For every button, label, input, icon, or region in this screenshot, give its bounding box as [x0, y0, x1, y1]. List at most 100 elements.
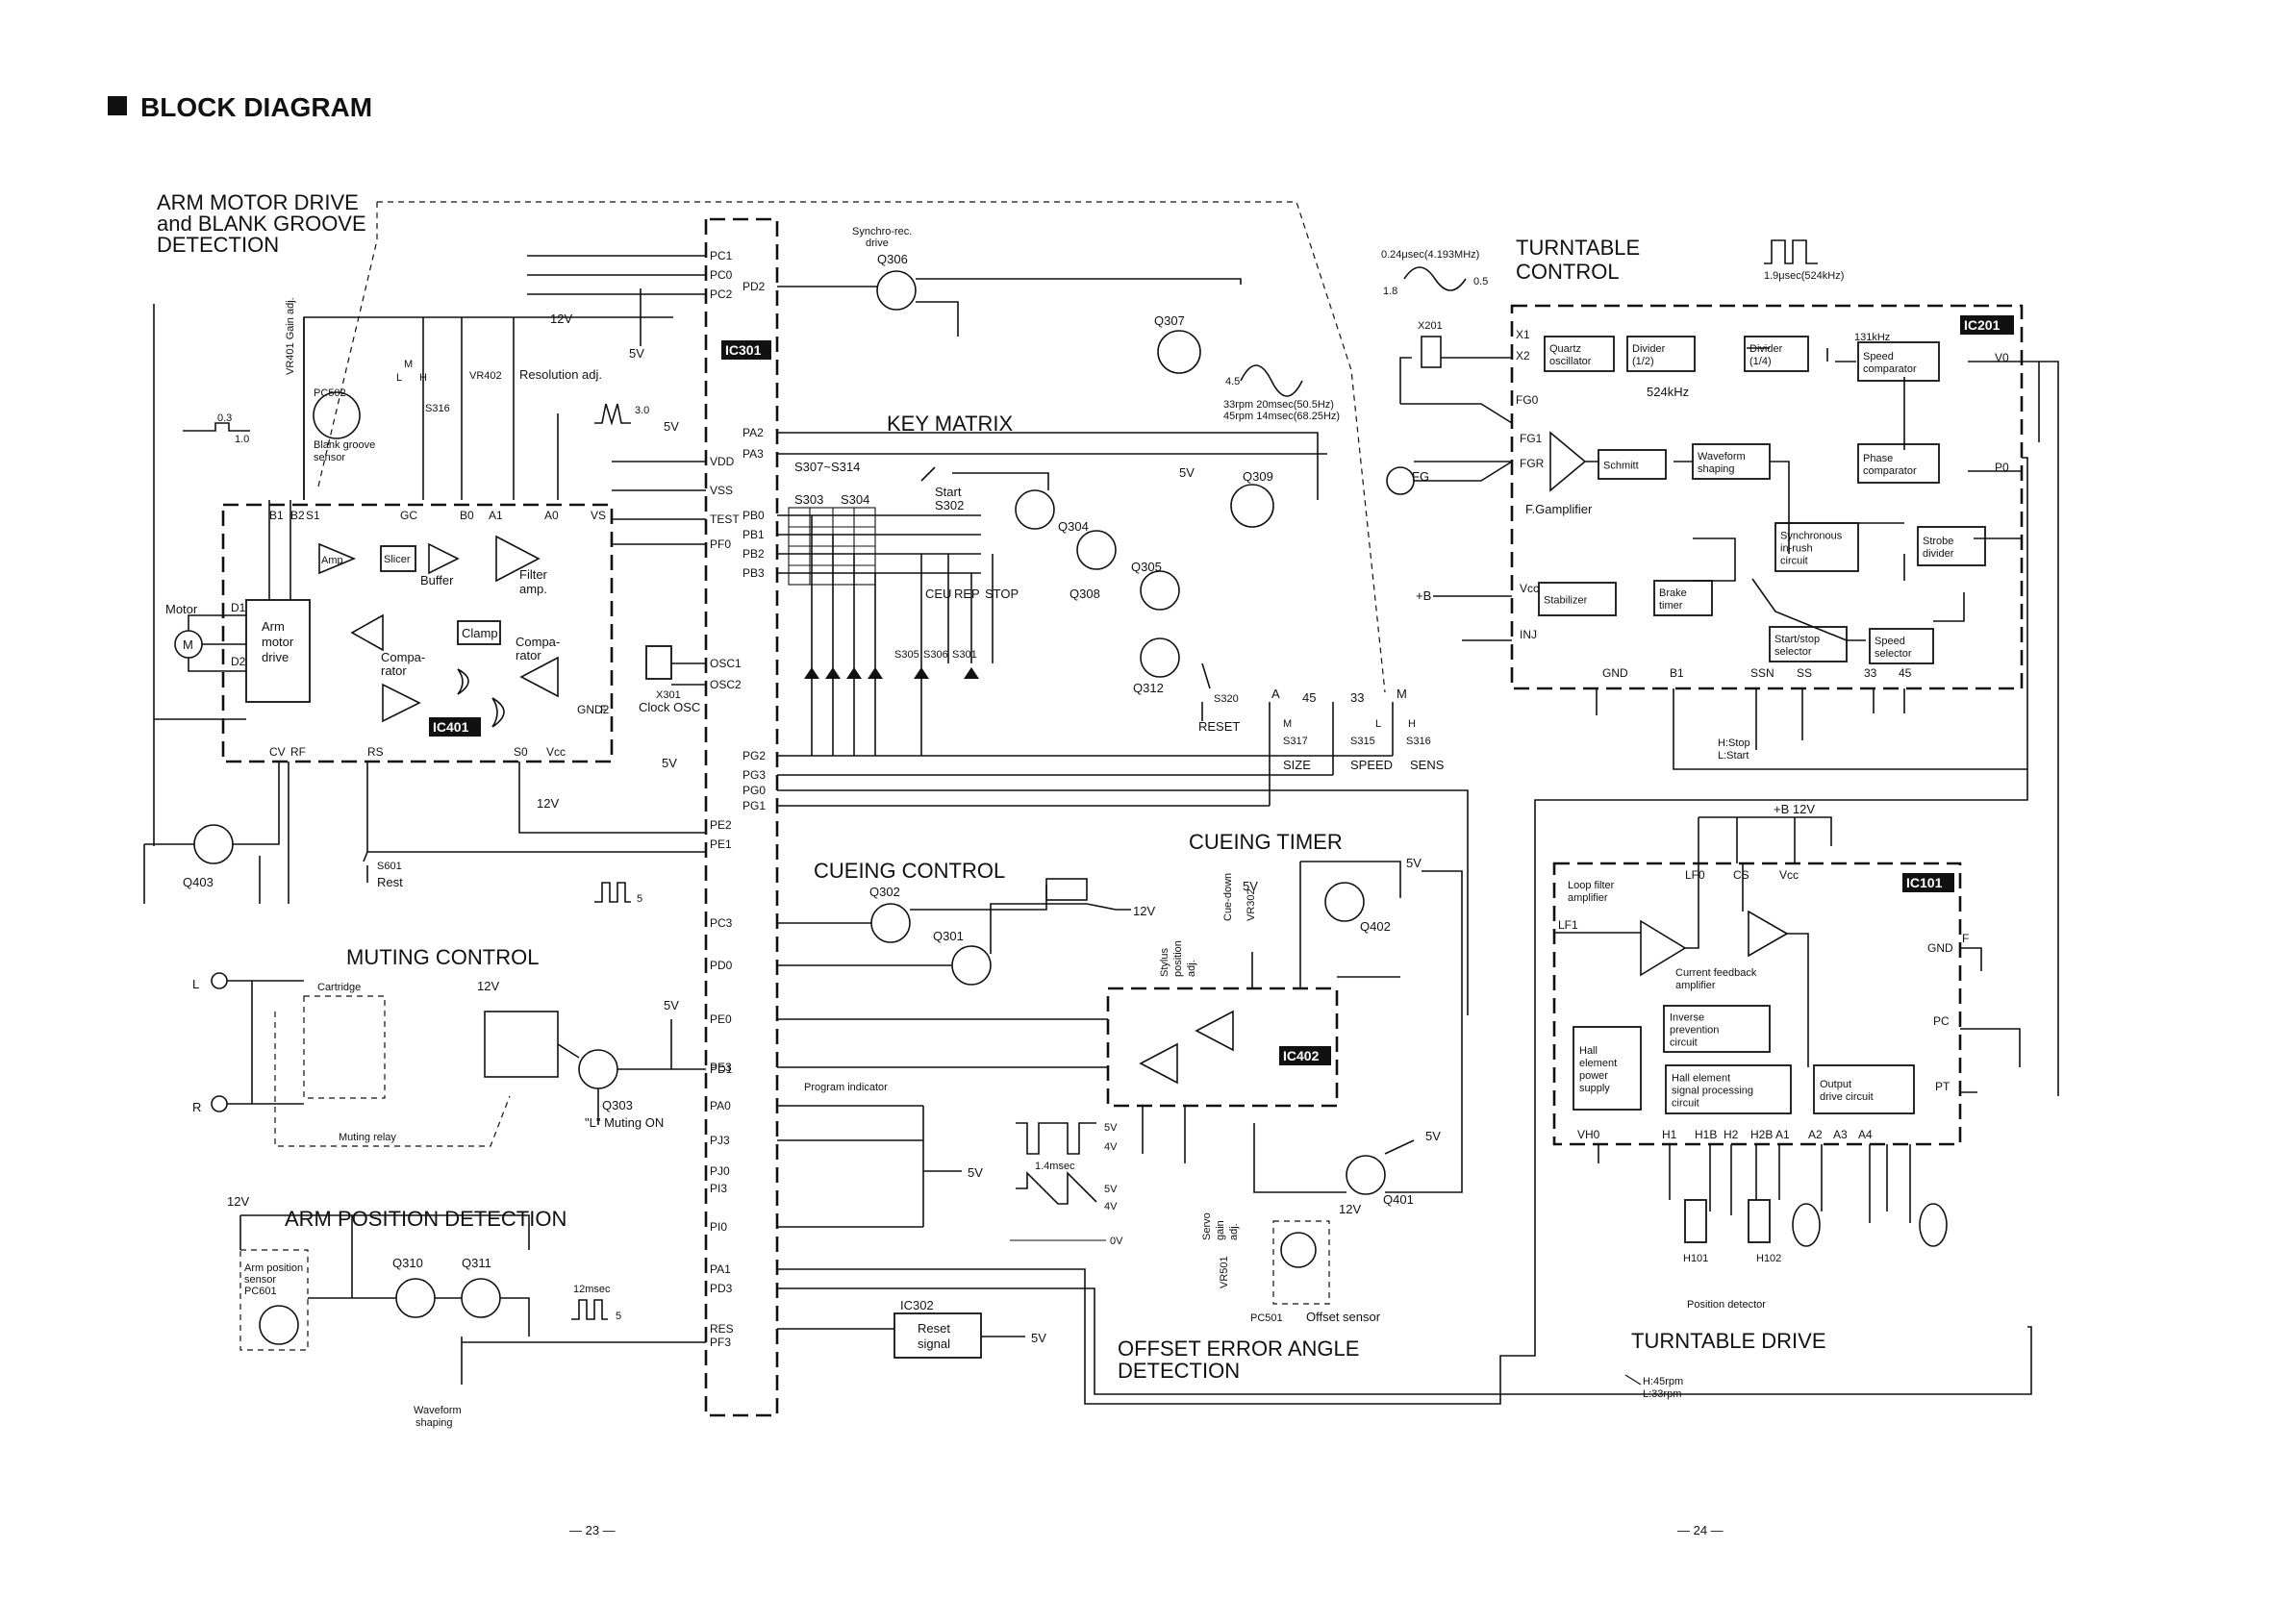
resolution-label: Resolution adj. [519, 367, 602, 382]
s316a-label: S316 [425, 403, 450, 414]
s320-switch [1201, 662, 1211, 721]
sw-45-label: 45 [1302, 690, 1316, 705]
ic201-block-schmitt [1598, 449, 1667, 480]
filter-l2: amp. [519, 582, 547, 596]
pc601-circle [259, 1305, 299, 1345]
ic401-pin-gnd2: GND2 [577, 703, 610, 716]
q307-label: Q307 [1154, 313, 1185, 328]
section-muting-control: MUTING CONTROL [346, 945, 539, 969]
ic301-pin-pg0: PG0 [742, 784, 766, 797]
fg-coil [1386, 466, 1415, 495]
ic101-pin-a3: A3 [1833, 1128, 1848, 1141]
key-matrix-gridlines [789, 508, 875, 585]
cartridge-box [303, 995, 386, 1099]
q312-transistor [1140, 637, 1180, 678]
ic301-pin-pi3: PI3 [710, 1182, 727, 1195]
ic201-outline [1510, 304, 2024, 690]
ic201-block-sync-inrush-l0: Synchronous [1780, 531, 1843, 542]
q403-label: Q403 [183, 875, 214, 889]
ic101-block-current-fb-l1: amplifier [1675, 980, 1716, 991]
tw-4v-2: 4V [1104, 1201, 1118, 1212]
reset-label: RESET [1198, 719, 1240, 734]
sw-m2-label: M [1397, 687, 1407, 701]
wave-shaping-l2: shaping [415, 1417, 453, 1429]
ic101-block-inverse-l1: prevention [1670, 1025, 1719, 1037]
slicer-block [380, 545, 416, 572]
ic302-block [893, 1312, 982, 1359]
ic401-pin-rs: RS [367, 745, 384, 759]
x301-label: X301 [656, 689, 681, 701]
muting-relay-outline [274, 1012, 511, 1147]
ic401-pin-cv: CV [269, 745, 286, 759]
ic101-pin-lf1: LF1 [1558, 918, 1578, 932]
s316a-m: M [404, 359, 413, 370]
ic401-pin-d2: D2 [231, 655, 246, 668]
ic101-block-inverse-l0: Inverse [1670, 1012, 1704, 1024]
ic201-pin-33: 33 [1864, 666, 1877, 680]
ic201-block-phase-comp [1857, 443, 1940, 484]
pc501-box [1272, 1220, 1330, 1305]
v5-vdd: 5V [664, 419, 679, 434]
diode-0 [804, 667, 819, 679]
ic201-block-speed-sel-l0: Speed [1875, 636, 1905, 647]
s301-label: S301 [952, 649, 977, 661]
page-title: BLOCK DIAGRAM [140, 92, 372, 122]
q303-wires [557, 1019, 706, 1125]
ic401-pin-vcc: Vcc [546, 745, 566, 759]
ic401-pin-b2: B2 [290, 509, 305, 522]
ic401-pin-vs: VS [591, 509, 606, 522]
ic401-pin-d1: D1 [231, 601, 246, 614]
section-cueing-control: CUEING CONTROL [814, 859, 1005, 883]
ic101-block-hall-power [1573, 1026, 1642, 1111]
h45-pointer [1624, 1374, 1642, 1386]
ic201-block-strobe [1917, 526, 1986, 566]
start-switch [920, 466, 1049, 490]
ic201-block-strobe-l0: Strobe [1923, 536, 1953, 547]
comparator3-triangle [382, 683, 421, 723]
sine-wave-2 [1240, 364, 1303, 397]
ic301-pin-osc2: OSC2 [710, 678, 742, 691]
ic301-pin-pa3: PA3 [742, 447, 764, 461]
ic401-pin-a1: A1 [489, 509, 503, 522]
rpm-45-label: 45rpm 14msec(68.25Hz) [1223, 411, 1340, 422]
ic401-pin-a0: A0 [544, 509, 559, 522]
muting-relay-label: Muting relay [339, 1132, 396, 1143]
khz-131-label: 131kHz [1854, 332, 1890, 343]
comparator2-l1: Compa- [516, 635, 560, 649]
ic201-block-phase-comp-l0: Phase [1863, 453, 1893, 464]
ic401-outline [221, 503, 614, 763]
ic301-label-bg [721, 340, 771, 360]
pulse-30-label: 3.0 [635, 405, 649, 416]
ic101-block-hall-signal-l1: signal processing [1672, 1086, 1753, 1097]
cueing-timer-wires [777, 861, 1401, 1068]
q303-transistor [578, 1049, 618, 1089]
section-turntable-control-2: CONTROL [1516, 260, 1620, 284]
ic101-pin-vh0: VH0 [1577, 1128, 1600, 1141]
program-indicator-label: Program indicator [804, 1082, 888, 1093]
tw-5v: 5V [1104, 1122, 1118, 1134]
ic101-label-bg [1902, 873, 1954, 892]
l33-label: L:33rpm [1643, 1388, 1681, 1400]
s601-switch [363, 762, 368, 883]
ic101-pin-a1: A1 [1775, 1128, 1790, 1141]
ic201-block-speed-sel-l1: selector [1875, 648, 1912, 660]
ic201-block-div4-l0: Divider [1749, 343, 1783, 355]
section-turntable-control-1: TURNTABLE [1516, 236, 1640, 260]
pe-pulse-wave [594, 882, 631, 903]
cue-down-l2: VR302 [1246, 888, 1257, 921]
pc501-label: PC501 [1250, 1312, 1283, 1324]
ic101-outline [1552, 862, 1962, 1146]
rest-label: Rest [377, 875, 403, 889]
ic302-l2: signal [918, 1337, 950, 1351]
pulse-14ms-label: 1.4msec [1035, 1161, 1075, 1172]
v5-pe: 5V [662, 756, 677, 770]
arm-motor-drive-l1: Arm [262, 619, 285, 634]
section-arm-motor-1: ARM MOTOR DRIVE [157, 190, 359, 214]
ic401-pin-s0: S0 [514, 745, 528, 759]
blank-groove-l1: Blank groove [314, 439, 375, 451]
diode-1 [825, 667, 841, 679]
arm-motor-drive-l3: drive [262, 650, 289, 664]
section-key-matrix: KEY MATRIX [887, 412, 1014, 436]
clamp-label: Clamp [462, 626, 498, 640]
cartridge-label: Cartridge [317, 982, 361, 993]
